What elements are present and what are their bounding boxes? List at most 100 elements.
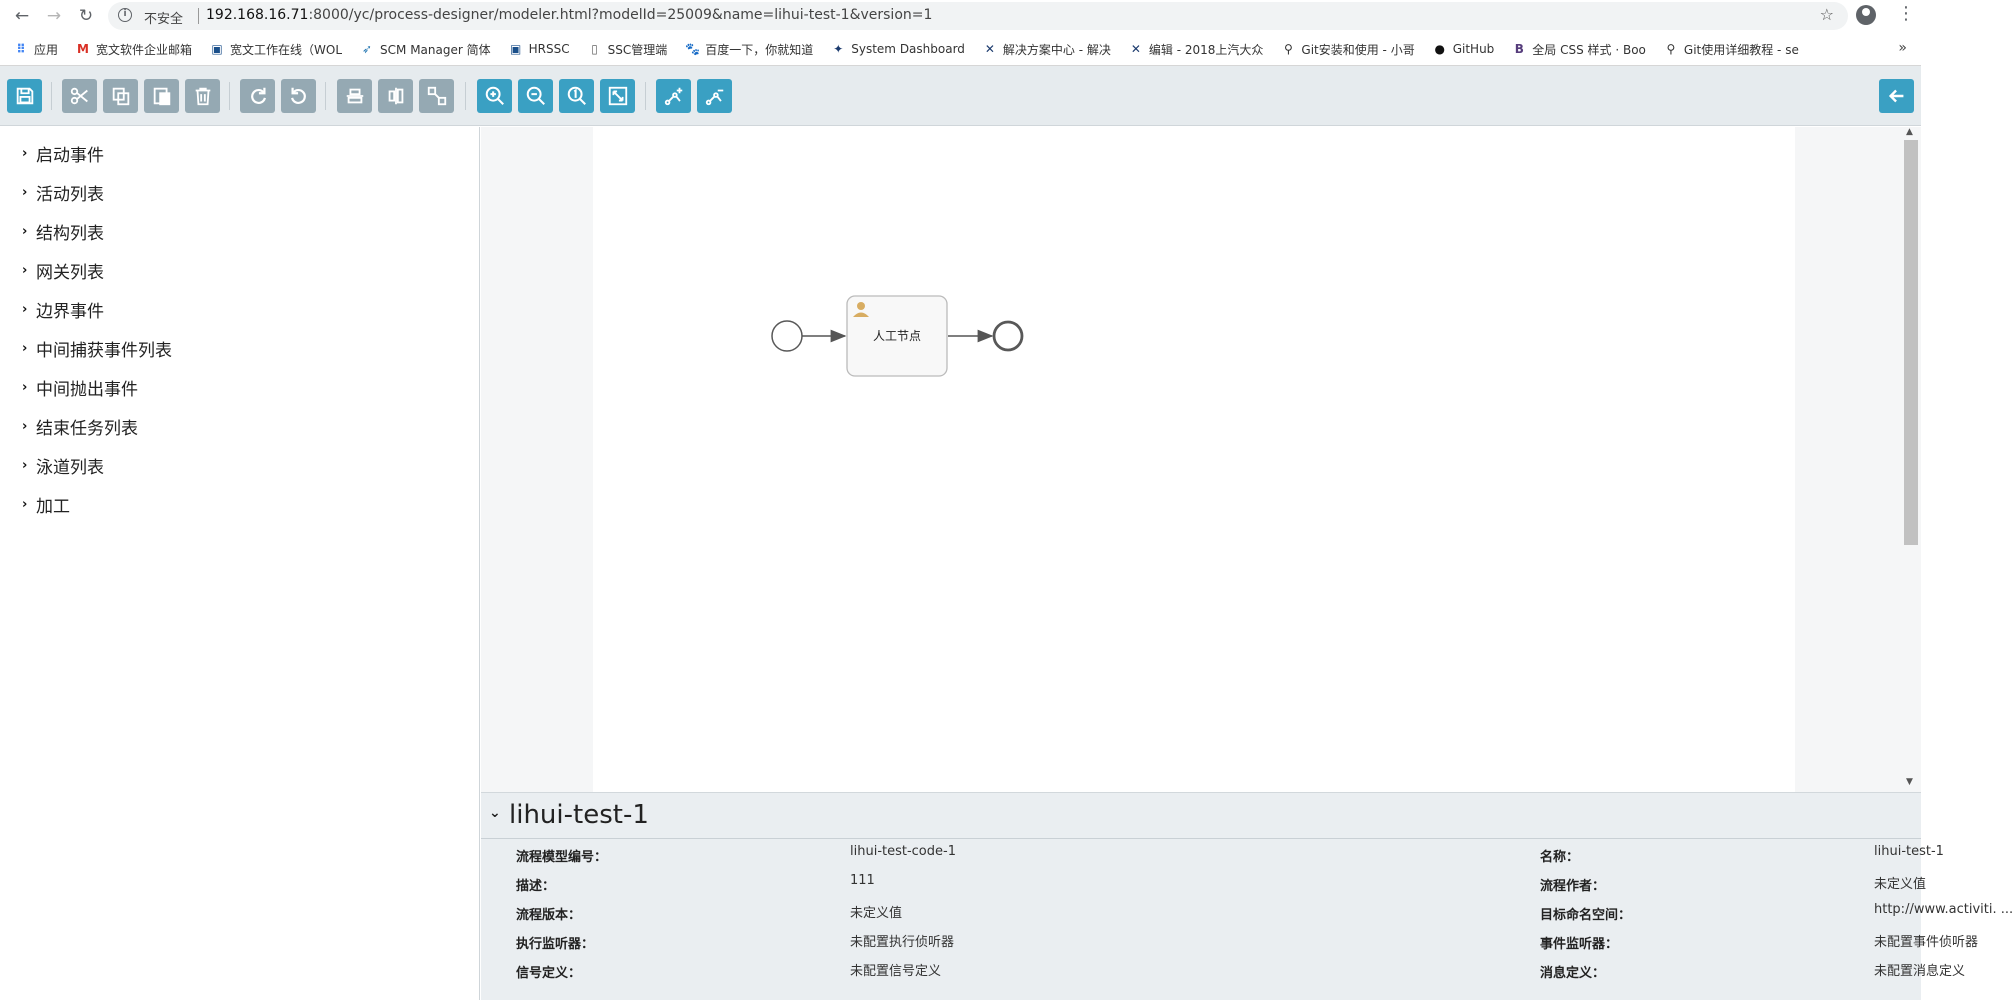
zoom-fit-icon [608,86,627,106]
bookmark-item[interactable]: ▣HRSSC [509,42,570,56]
zoom-actual-icon [567,86,586,105]
bookmark-item[interactable]: ●GitHub [1433,42,1494,56]
property-value[interactable]: lihui-test-code-1 [850,844,956,859]
property-label: 执行监听器： [516,937,595,952]
bookmark-label: 宽文软件企业邮箱 [96,42,193,57]
insecure-label: 不安全 [144,12,184,27]
properties-header[interactable]: ⌄ lihui-test-1 [481,793,1921,839]
bookmark-item[interactable]: ⚲Git使用详细教程 - se [1664,41,1799,58]
forward-arrow-icon[interactable]: → [46,6,62,26]
url-text[interactable]: 192.168.16.71:8000/yc/process-designer/m… [206,7,932,23]
diagram-canvas[interactable]: 人工节点 [593,127,1795,792]
scm-icon: ➶ [362,42,373,56]
property-value[interactable]: 未配置事件侦听器 [1874,935,1979,950]
scroll-down-arrow-icon[interactable]: ▼ [1906,777,1913,787]
user-task-box [846,295,948,377]
chevron-down-icon[interactable]: ⌄ [489,805,501,821]
palette-group-processing[interactable]: ›加工 [22,492,70,517]
property-value[interactable]: 未配置执行侦听器 [850,935,955,950]
bookmark-item[interactable]: ⠿应用 [14,41,58,58]
scissors-icon [70,87,88,105]
align-vertical-button[interactable] [378,79,413,113]
save-icon [16,87,33,105]
property-value[interactable]: 未定义值 [1874,877,1927,892]
add-bendpoint-button[interactable] [656,79,691,113]
property-value[interactable]: 111 [850,873,875,888]
bookmark-item[interactable]: 🐾百度一下，你就知道 [685,41,813,58]
cut-button[interactable] [62,79,97,113]
start-event[interactable] [771,320,803,352]
apps-grid-icon: ⠿ [16,42,26,56]
palette-group-label: 中间抛出事件 [36,380,138,400]
back-button[interactable] [1879,79,1914,113]
delete-button[interactable] [185,79,220,113]
bookmark-star-icon[interactable]: ☆ [1819,5,1834,24]
back-arrow-icon[interactable]: ← [14,6,30,26]
feather-icon: ⚲ [1283,42,1293,56]
palette-group-throwing-events[interactable]: ›中间抛出事件 [22,375,138,400]
remove-bendpoint-button[interactable] [697,79,732,113]
save-button[interactable] [7,79,42,113]
zoom-out-icon [526,86,545,105]
vertical-scrollbar-thumb[interactable] [1904,140,1918,545]
property-value[interactable]: 未配置消息定义 [1874,964,1966,979]
scroll-up-arrow-icon[interactable]: ▲ [1906,127,1913,137]
diagram-canvas-area[interactable]: 人工节点 [481,127,1921,792]
bookmark-label: 百度一下，你就知道 [705,42,814,57]
bookmark-item[interactable]: ✕解决方案中心 - 解决 [983,41,1111,58]
property-value[interactable]: 未定义值 [850,906,903,921]
confluence-icon: ✕ [1130,42,1141,56]
bookmark-item[interactable]: ✦System Dashboard [831,42,965,56]
chevron-right-icon: › [22,146,28,161]
palette-group-start-events[interactable]: ›启动事件 [22,141,104,166]
bookmarks-more-button[interactable]: » [1898,40,1907,56]
end-event[interactable] [992,320,1024,352]
bookmark-item[interactable]: ✕编辑 - 2018上汽大众 [1129,41,1264,58]
property-label: 流程模型编号： [516,850,608,865]
align-horizontal-button[interactable] [337,79,372,113]
undo-button[interactable] [281,79,316,113]
reload-icon[interactable]: ↻ [78,6,94,26]
info-icon[interactable]: i [118,8,132,22]
palette-group-catching-events[interactable]: ›中间捕获事件列表 [22,336,172,361]
chevron-right-icon: › [22,497,28,512]
paste-button[interactable] [144,79,179,113]
bookmark-item[interactable]: ➶SCM Manager 简体 [360,41,491,58]
bookmark-item[interactable]: ⚲Git安装和使用 - 小哥 [1281,41,1415,58]
palette-group-boundary-events[interactable]: ›边界事件 [22,297,104,322]
zoom-actual-button[interactable] [559,79,594,113]
profile-icon[interactable] [1856,5,1876,25]
property-value[interactable]: 未配置信号定义 [850,964,942,979]
bootstrap-icon: B [1514,42,1524,56]
palette-group-swimlanes[interactable]: ›泳道列表 [22,453,104,478]
property-label: 描述： [516,879,556,894]
bookmark-label: System Dashboard [851,42,965,56]
address-bar[interactable]: i 不安全 192.168.16.71:8000/yc/process-desi… [108,2,1848,30]
palette-group-label: 泳道列表 [36,458,104,478]
zoom-fit-button[interactable] [600,79,635,113]
property-value[interactable]: lihui-test-1 [1874,844,1944,859]
property-label: 流程版本： [516,908,582,923]
toolbar-divider [325,82,326,110]
zoom-in-button[interactable] [477,79,512,113]
toolbar-divider [465,82,466,110]
redo-button[interactable] [240,79,275,113]
add-bendpoint-icon [664,87,682,106]
palette-group-activities[interactable]: ›活动列表 [22,180,104,205]
palette-group-label: 结构列表 [36,224,104,244]
palette-group-gateways[interactable]: ›网关列表 [22,258,104,283]
palette-group-end-events[interactable]: ›结束任务列表 [22,414,138,439]
browser-menu-icon[interactable]: ⋮ [1897,3,1915,24]
property-value[interactable]: http://www.activiti. ... [1874,902,2013,917]
same-size-button[interactable] [419,79,454,113]
bookmark-item[interactable]: ▣宽文工作在线（WOL [210,41,342,58]
copy-button[interactable] [103,79,138,113]
address-row: ← → ↻ i 不安全 192.168.16.71:8000/yc/proces… [0,0,1921,32]
user-task[interactable]: 人工节点 [846,295,948,377]
palette-group-structural[interactable]: ›结构列表 [22,219,104,244]
bookmark-item[interactable]: ▯SSC管理端 [588,41,667,58]
zoom-out-button[interactable] [518,79,553,113]
user-icon [853,302,869,317]
